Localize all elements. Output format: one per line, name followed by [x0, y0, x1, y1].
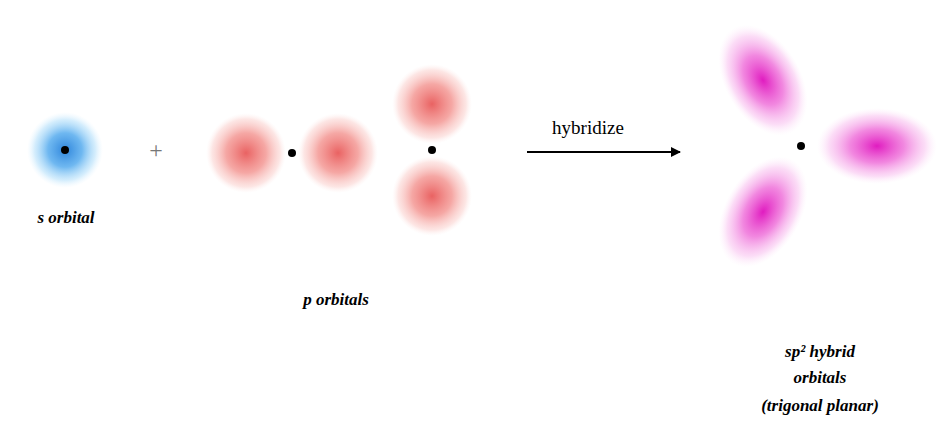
p-orbital-lobe: [206, 113, 286, 193]
hybrid-lobe: [700, 141, 826, 283]
arrow-label: hybridize: [552, 114, 624, 143]
nucleus-dot: [288, 149, 296, 157]
p-orbital-lobe: [298, 113, 378, 193]
plus-sign: +: [149, 132, 163, 168]
s-orbital: [27, 112, 103, 188]
hybrid-lobe: [700, 9, 826, 151]
nucleus-dot: [428, 146, 436, 154]
nucleus-dot: [797, 142, 805, 150]
p-orbital-lobe: [392, 64, 472, 144]
reaction-arrow: [527, 151, 680, 153]
geometry-label: (trigonal planar): [761, 393, 879, 419]
orbital-label: p orbitals: [303, 287, 369, 313]
hybrid-lobe: [817, 108, 937, 184]
p-orbital-lobe: [392, 156, 472, 236]
orbital-label: sp² hybrid orbitals: [760, 339, 880, 390]
orbital-label: s orbital: [37, 205, 94, 231]
nucleus-dot: [61, 146, 69, 154]
sp2-hybrid-orbitals: [700, 9, 937, 283]
